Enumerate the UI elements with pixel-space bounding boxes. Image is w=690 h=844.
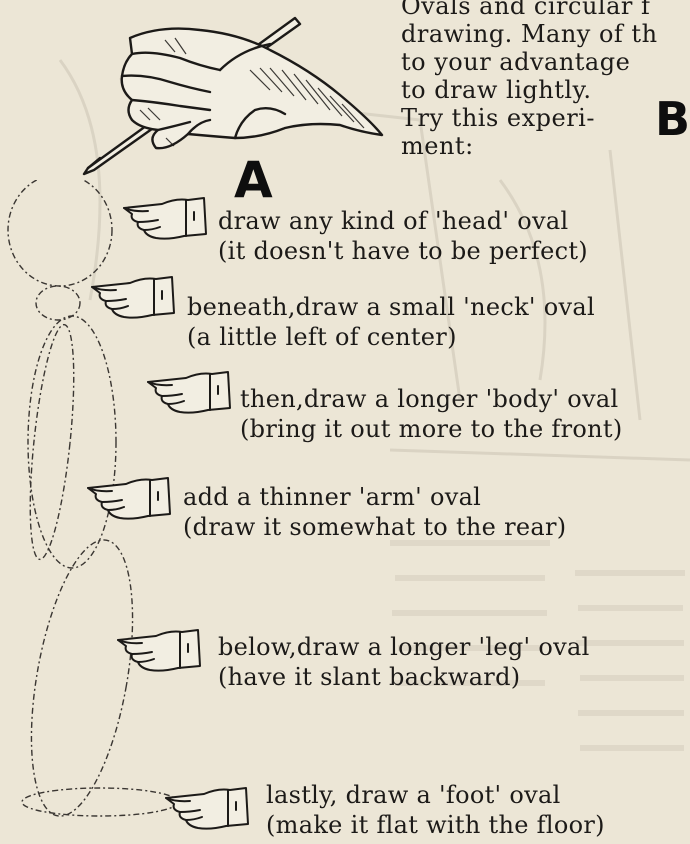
intro-line: Try this experi-	[401, 104, 690, 132]
step-instruction: draw any kind of 'head' oval	[218, 206, 588, 236]
intro-line: to draw lightly.	[401, 76, 690, 104]
step-instruction: beneath,draw a small 'neck' oval	[187, 292, 595, 322]
hand-holding-pencil-icon	[70, 10, 410, 180]
arm-oval	[22, 323, 82, 561]
leg-oval	[13, 532, 150, 820]
step-foot: lastly, draw a 'foot' oval (make it flat…	[266, 780, 605, 840]
pointing-hand-icon	[144, 368, 234, 418]
intro-line: ment:	[401, 132, 690, 160]
pointing-hand-icon	[162, 784, 252, 834]
step-leg: below,draw a longer 'leg' oval (have it …	[218, 632, 590, 692]
step-note: (a little left of center)	[187, 322, 595, 352]
intro-line: to your advantage	[401, 48, 690, 76]
step-body: then,draw a longer 'body' oval (bring it…	[240, 384, 623, 444]
pointing-hand-icon	[88, 273, 178, 323]
body-oval	[28, 316, 116, 568]
step-instruction: add a thinner 'arm' oval	[183, 482, 566, 512]
foot-oval	[22, 788, 178, 816]
step-head: draw any kind of 'head' oval (it doesn't…	[218, 206, 588, 266]
intro-paragraph: Ovals and circular f drawing. Many of th…	[401, 0, 690, 160]
intro-line: drawing. Many of th	[401, 20, 690, 48]
step-note: (it doesn't have to be perfect)	[218, 236, 588, 266]
figure-label-b: B	[655, 96, 690, 142]
pointing-hand-icon	[114, 626, 204, 676]
head-oval	[8, 180, 112, 286]
neck-oval	[36, 286, 80, 320]
step-instruction: then,draw a longer 'body' oval	[240, 384, 623, 414]
step-note: (have it slant backward)	[218, 662, 590, 692]
pointing-hand-icon	[120, 194, 210, 244]
step-note: (bring it out more to the front)	[240, 414, 623, 444]
step-neck: beneath,draw a small 'neck' oval (a litt…	[187, 292, 595, 352]
step-note: (make it flat with the floor)	[266, 810, 605, 840]
step-instruction: below,draw a longer 'leg' oval	[218, 632, 590, 662]
step-instruction: lastly, draw a 'foot' oval	[266, 780, 605, 810]
pointing-hand-icon	[84, 474, 174, 524]
step-note: (draw it somewhat to the rear)	[183, 512, 566, 542]
intro-line: Ovals and circular f	[401, 0, 690, 20]
step-arm: add a thinner 'arm' oval (draw it somewh…	[183, 482, 566, 542]
